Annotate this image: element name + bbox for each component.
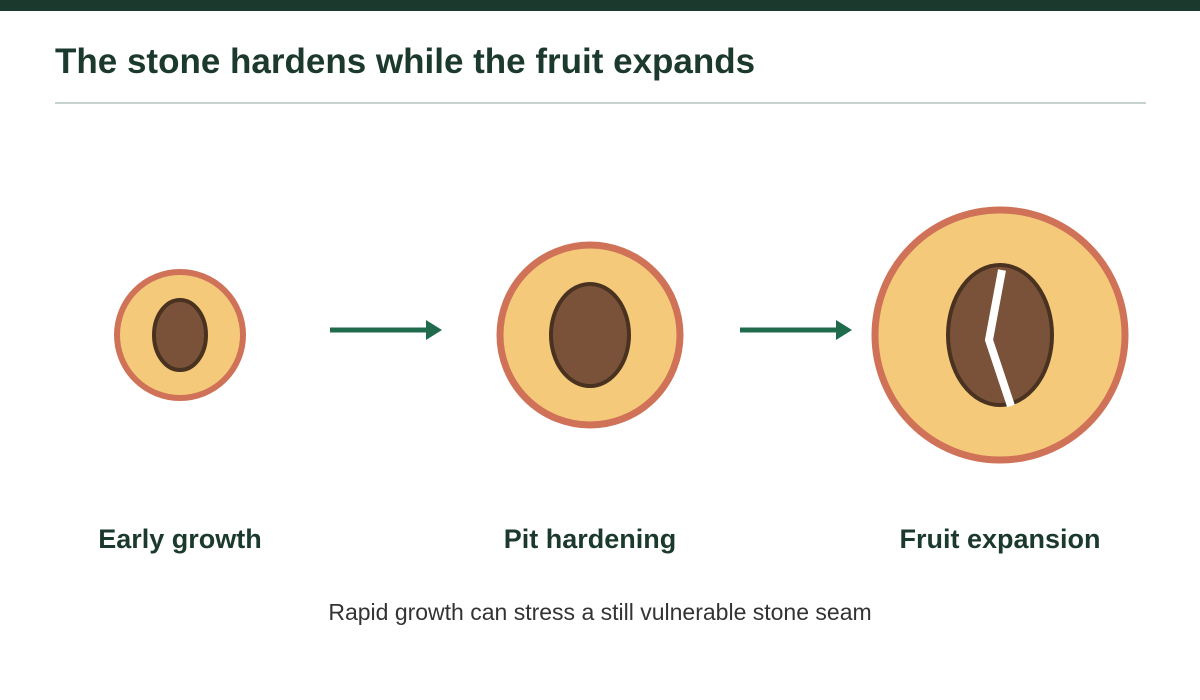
stage-label-pit-hardening: Pit hardening — [503, 524, 677, 554]
stone-pit-hardening — [549, 282, 631, 388]
stone-early-growth — [152, 298, 208, 372]
stone-fruit-expansion — [946, 263, 1054, 407]
stage-fruit-expansion-fruit — [871, 206, 1129, 464]
stone-seam-crack — [984, 269, 1015, 408]
header-bar — [0, 0, 1200, 11]
stage-label-fruit-expansion: Fruit expansion — [899, 524, 1101, 554]
title-divider — [55, 102, 1146, 104]
stage-label-early-growth: Early growth — [98, 524, 262, 554]
stage-pit-hardening-fruit — [496, 241, 684, 429]
caption: Rapid growth can stress a still vulnerab… — [328, 599, 872, 625]
arrow-2 — [740, 320, 852, 340]
stage-early-growth-fruit — [114, 269, 246, 401]
page-title: The stone hardens while the fruit expand… — [55, 42, 756, 81]
arrow-1 — [330, 320, 442, 340]
